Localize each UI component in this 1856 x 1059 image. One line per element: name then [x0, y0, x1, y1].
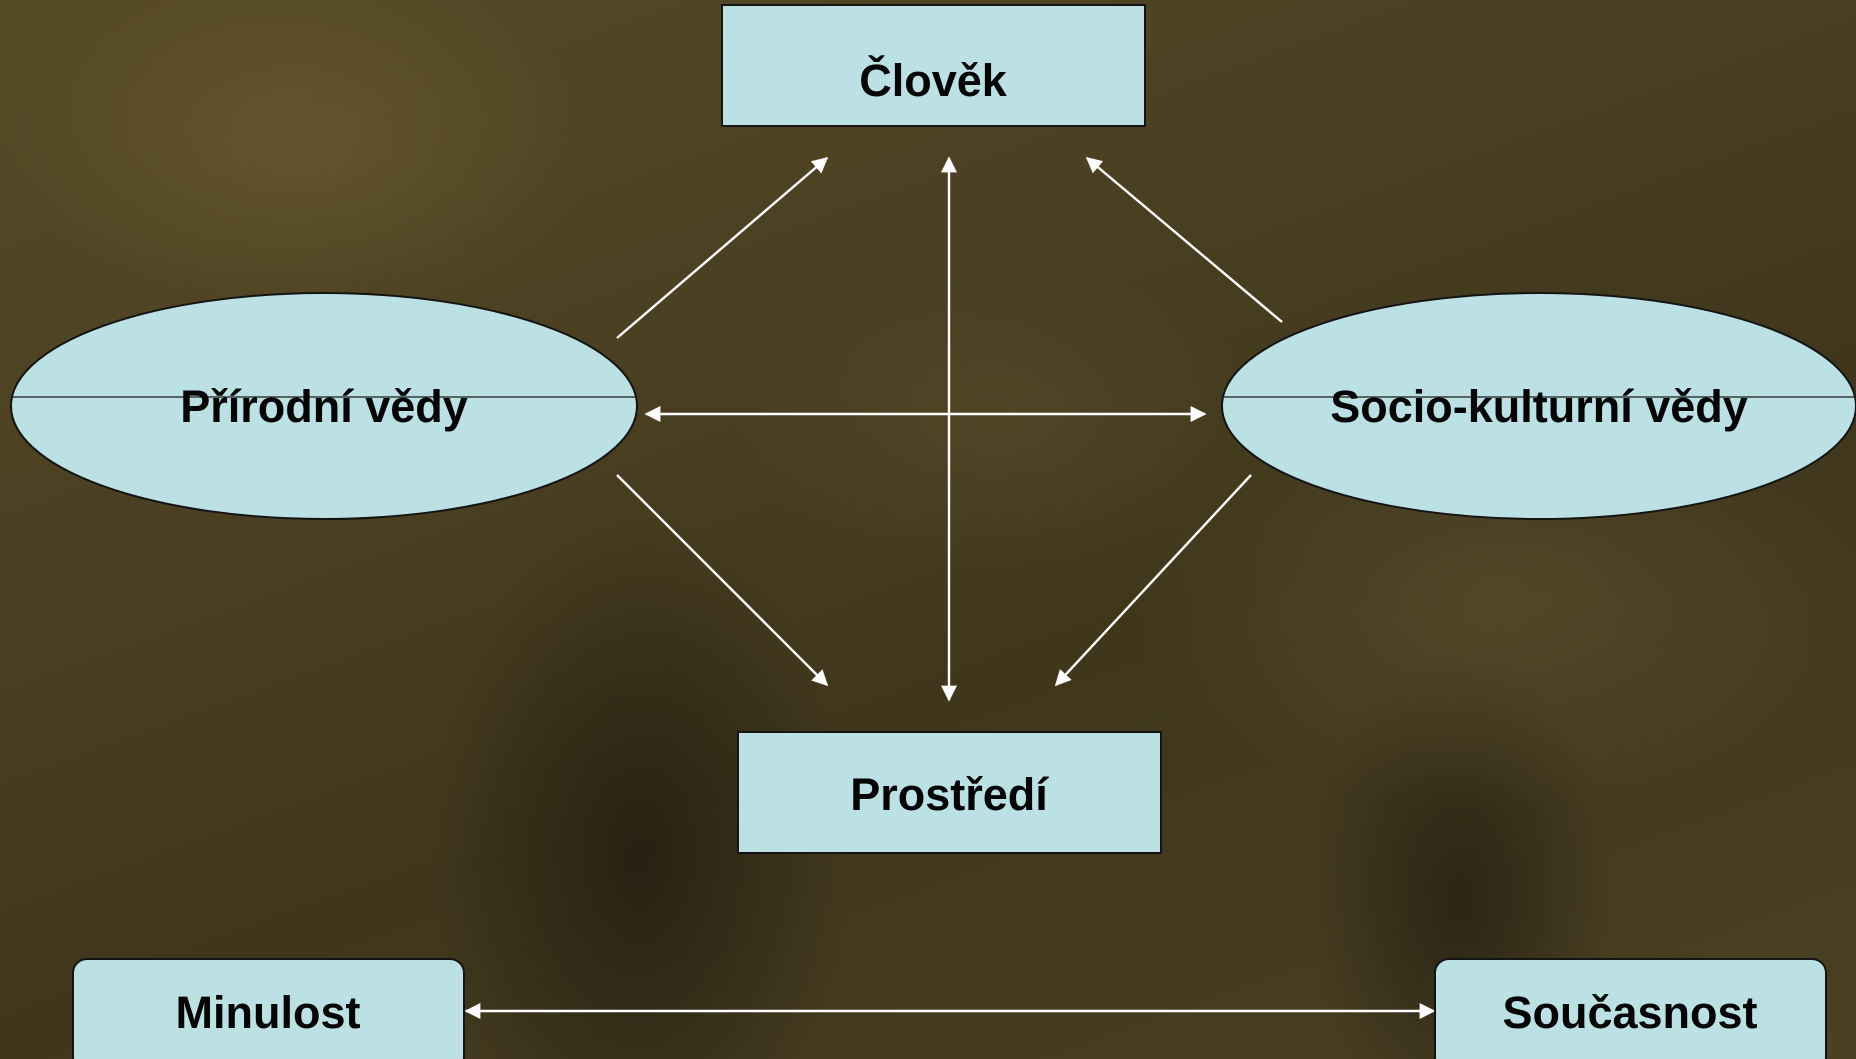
node-prostredi: Prostředí [737, 731, 1162, 854]
node-prirodni-vedy-label: Přírodní vědy [180, 381, 468, 432]
node-prostredi-label: Prostředí [850, 769, 1049, 820]
arrow-socio-to-clovek [1085, 156, 1283, 323]
node-socio-kulturni-vedy-label: Socio-kulturní vědy [1330, 381, 1748, 432]
node-minulost-label: Minulost [176, 987, 361, 1038]
node-clovek-label: Člověk [859, 55, 1008, 106]
node-minulost: Minulost [72, 958, 465, 1059]
node-soucasnost: Současnost [1434, 958, 1827, 1059]
arrow-prirodni-to-clovek [616, 156, 829, 339]
arrow-prirodni-to-prostredi [616, 474, 829, 687]
node-socio-kulturni-vedy: Socio-kulturní vědy [1221, 292, 1856, 520]
arrow-socio-to-prostredi [1054, 474, 1252, 687]
node-prirodni-vedy: Přírodní vědy [10, 292, 638, 520]
node-soucasnost-label: Současnost [1502, 987, 1757, 1038]
node-clovek: Člověk [721, 4, 1146, 127]
